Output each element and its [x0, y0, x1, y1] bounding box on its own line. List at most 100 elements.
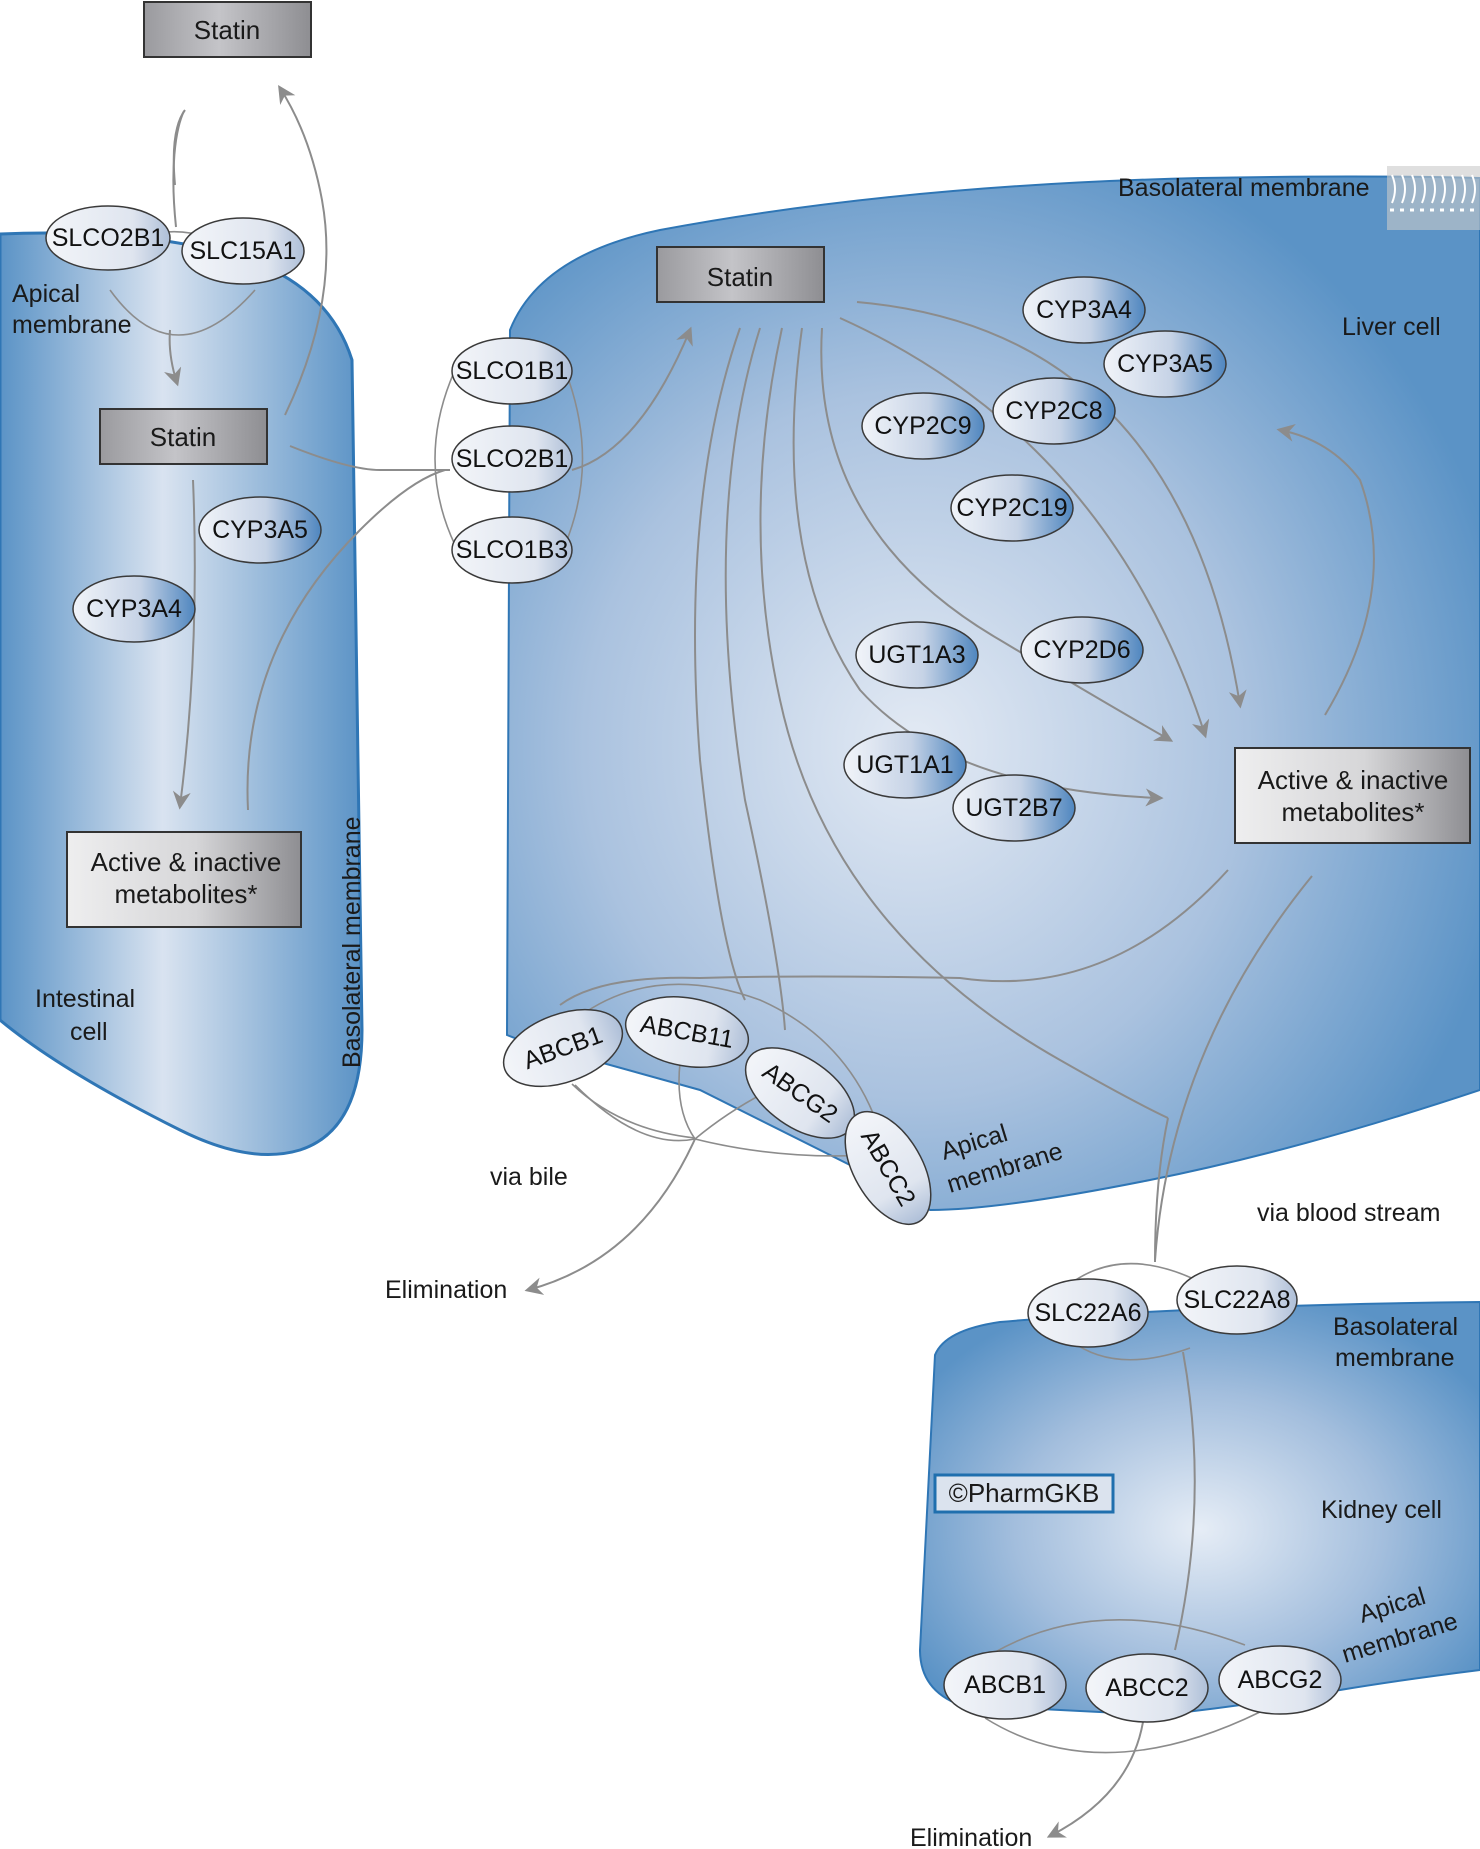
transporter-slco2b1-intestine: SLCO2B1 [45, 205, 171, 271]
ellipse-shape [624, 996, 750, 1068]
flow-uptake-to-liver-statin [571, 326, 693, 471]
ellipse-shape [451, 516, 573, 584]
enzyme-ugt2b7: UGT2B7 [952, 774, 1076, 842]
transporter-slc22a6: SLC22A6 [1027, 1278, 1149, 1348]
ellipse-shape [181, 217, 305, 285]
flow-urine-elimination [1046, 1721, 1144, 1838]
kidney-basolateral-label-line1: Basolateral [1333, 1313, 1458, 1341]
ellipse-label: UGT1A3 [868, 641, 965, 669]
ellipse-label: CYP3A4 [1036, 296, 1132, 324]
flow-metabolites-to-blood [1154, 875, 1313, 1261]
flow-liver-2 [839, 317, 1210, 739]
kidney-basolateral-label-line2: membrane [1335, 1344, 1455, 1372]
transporter-slc15a1: SLC15A1 [181, 217, 305, 285]
transporter-slco1b3: SLCO1B3 [451, 516, 573, 584]
ellipse-label: CYP3A4 [86, 595, 182, 623]
ellipse-label: SLCO1B3 [456, 536, 569, 564]
enzyme-cyp3a5-intestine: CYP3A5 [198, 496, 322, 564]
metabolites-label-line1: Active & inactive [91, 847, 282, 877]
ellipse-shape [943, 1650, 1067, 1720]
statin-box-lumen: Statin [143, 1, 312, 58]
enzyme-cyp2c8: CYP2C8 [992, 377, 1116, 445]
efflux-hub-upper [571, 983, 881, 1133]
transporter-abcg2-kidney: ABCG2 [1218, 1645, 1342, 1715]
flow-statin-efflux [278, 84, 328, 416]
flow-statin-to-metabolites [172, 479, 196, 810]
transporter-slco1b1: SLCO1B1 [451, 337, 573, 405]
transporter-abcb1-kidney: ABCB1 [943, 1650, 1067, 1720]
ellipse-shape [1103, 330, 1227, 398]
ellipse-label: CYP2C9 [874, 412, 971, 440]
flow-metabolites-to-liver [246, 469, 446, 811]
ellipse-label: SLCO2B1 [456, 445, 569, 473]
statin-label: Statin [150, 422, 217, 452]
ellipse-shape [843, 731, 967, 799]
ellipse-label: CYP2D6 [1033, 636, 1130, 664]
enzyme-ugt1a1: UGT1A1 [843, 731, 967, 799]
flow-metabolites-recirc [1276, 424, 1375, 716]
flow-liver-blood-merge [1154, 1117, 1169, 1263]
flow-liver-5 [759, 327, 1169, 1119]
ellipse-label: CYP3A5 [1117, 350, 1213, 378]
statin-box-intestine: Statin [99, 408, 268, 465]
enzyme-cyp2d6: CYP2D6 [1020, 616, 1144, 684]
transporter-abcb1-liver: ABCB1 [502, 1008, 624, 1088]
ellipse-label: ABCB1 [964, 1671, 1046, 1699]
intestinal-apical-label-line2: membrane [12, 311, 132, 339]
transporter-slc22a8: SLC22A8 [1176, 1265, 1298, 1335]
intestinal-cell-label-line2: cell [70, 1018, 108, 1046]
ellipse-label: ABCG2 [1238, 1666, 1323, 1694]
intestinal-apical-label-line1: Apical [12, 280, 80, 308]
transporter-abcc2-kidney: ABCC2 [1085, 1653, 1209, 1723]
ellipse-shape [992, 377, 1116, 445]
metabolites-label-line1: Active & inactive [1258, 765, 1449, 795]
elimination-bile-label: Elimination [385, 1276, 507, 1304]
transporter-slco2b1-liver: SLCO2B1 [451, 425, 573, 493]
liver-basolateral-label: Basolateral membrane [1118, 174, 1370, 202]
flow-statin-to-portal [289, 445, 450, 471]
ellipse-label: UGT1A1 [856, 751, 953, 779]
ellipse-shape [1085, 1653, 1209, 1723]
ellipse-label: CYP2C19 [956, 494, 1067, 522]
ellipse-label: CYP3A5 [212, 516, 308, 544]
enzyme-ugt1a3: UGT1A3 [855, 621, 979, 689]
flow-metabolites-to-bile [559, 869, 1229, 1006]
intestinal-basolateral-label: Basolateral membrane [338, 816, 366, 1068]
flow-liver-6 [724, 327, 786, 1031]
ellipse-shape [198, 496, 322, 564]
ellipse-shape [72, 575, 196, 643]
ellipse-shape [1020, 616, 1144, 684]
ellipse-shape [1027, 1278, 1149, 1348]
transporter-hub-lower [109, 289, 256, 336]
ellipse-label: SLC22A6 [1034, 1299, 1141, 1327]
flow-liver-7 [694, 327, 746, 1001]
metabolites-label-line2: metabolites* [1281, 797, 1424, 827]
transporter-abcc2-liver: ABCC2 [844, 1110, 932, 1226]
kidney-cell-label: Kidney cell [1321, 1496, 1442, 1524]
flow-lumen-to-transporter [172, 110, 185, 228]
intestinal-cell [0, 231, 364, 1156]
ellipse-shape [861, 392, 985, 460]
intestinal-cell-label-line1: Intestinal [35, 985, 135, 1013]
lipid-bilayer-icon [1387, 166, 1480, 230]
ellipse-shape [1176, 1265, 1298, 1335]
flow-liver-3 [820, 327, 1174, 742]
ellipse-shape [844, 1110, 932, 1226]
statin-label: Statin [194, 15, 261, 45]
ellipse-label: SLC15A1 [189, 237, 296, 265]
ellipse-shape [950, 474, 1074, 542]
kidney-efflux-hub-lower [984, 1711, 1261, 1754]
metabolites-label-line2: metabolites* [114, 879, 257, 909]
ellipse-shape [952, 774, 1076, 842]
flow-transporter-to-statin [164, 329, 182, 387]
via-bile-label: via bile [490, 1163, 568, 1191]
ellipse-shape [502, 1008, 624, 1088]
enzyme-cyp3a4-intestine: CYP3A4 [72, 575, 196, 643]
ellipse-shape [45, 205, 171, 271]
ellipse-shape [1218, 1645, 1342, 1715]
metabolites-box-intestine: Active & inactive metabolites* [66, 831, 302, 928]
kidney-efflux-hub-upper [989, 1619, 1246, 1656]
transporter-abcb11: ABCB11 [624, 996, 750, 1068]
ellipse-label: SLC22A8 [1183, 1286, 1290, 1314]
